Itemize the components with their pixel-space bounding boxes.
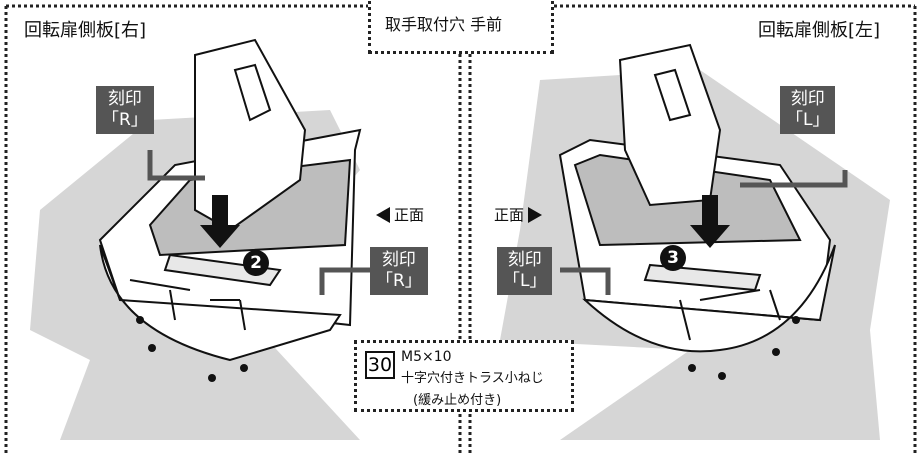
front-label-left: 正面 (394, 206, 425, 224)
frame-lines (4, 4, 917, 456)
stamp-l-upper: 刻印 「L」 (780, 86, 836, 134)
top-note-label: 取手取付穴 手前 (385, 15, 503, 34)
screw-note: (緩み止め付き) (413, 393, 502, 408)
front-direction-left: 正面 (376, 204, 424, 225)
stamp-r-upper: 刻印 「R」 (96, 86, 154, 134)
stamp-r-lower-line1: 刻印 (381, 250, 416, 270)
right-door-screws (136, 316, 248, 382)
callout-line-l-upper (740, 170, 848, 188)
stamp-r-upper-line1: 刻印 (107, 89, 142, 109)
arrow-left-icon (376, 206, 390, 223)
front-direction-right: 正面 (494, 204, 543, 225)
stamp-r-upper-line2: 「R」 (102, 110, 148, 130)
screw-size: M5×10 (401, 349, 452, 365)
callout-line-r-lower (319, 267, 370, 295)
arrow-right-icon (528, 206, 543, 223)
step-badge-3: 3 (660, 245, 686, 271)
stamp-l-lower-line2: 「L」 (503, 271, 547, 291)
front-label-right: 正面 (494, 206, 525, 224)
insert-arrow-2 (200, 195, 240, 248)
left-door-panel-title: 回転扉側板[左] (758, 20, 881, 41)
stamp-r-lower-line2: 「R」 (376, 271, 422, 291)
left-door-screws (688, 316, 800, 380)
step-badge-2: 2 (243, 250, 269, 276)
stamp-l-lower: 刻印 「L」 (497, 247, 553, 295)
right-door-panel-title: 回転扉側板[右] (24, 20, 147, 41)
stamp-l-upper-line1: 刻印 (790, 89, 825, 109)
stamp-l-upper-line2: 「L」 (786, 110, 830, 130)
callout-line-l-lower (560, 267, 611, 295)
screw-name: 十字穴付きトラス小ねじ (401, 371, 544, 386)
insert-arrow-3 (690, 195, 730, 248)
part-number: 30 (365, 351, 395, 379)
stamp-r-lower: 刻印 「R」 (370, 247, 428, 295)
stamp-l-lower-line1: 刻印 (507, 250, 542, 270)
callout-line-r-upper (147, 150, 205, 181)
screw-part-box: 30 M5×10 十字穴付きトラス小ねじ (緩み止め付き) (354, 340, 574, 412)
top-note-box: 取手取付穴 手前 (368, 0, 554, 54)
